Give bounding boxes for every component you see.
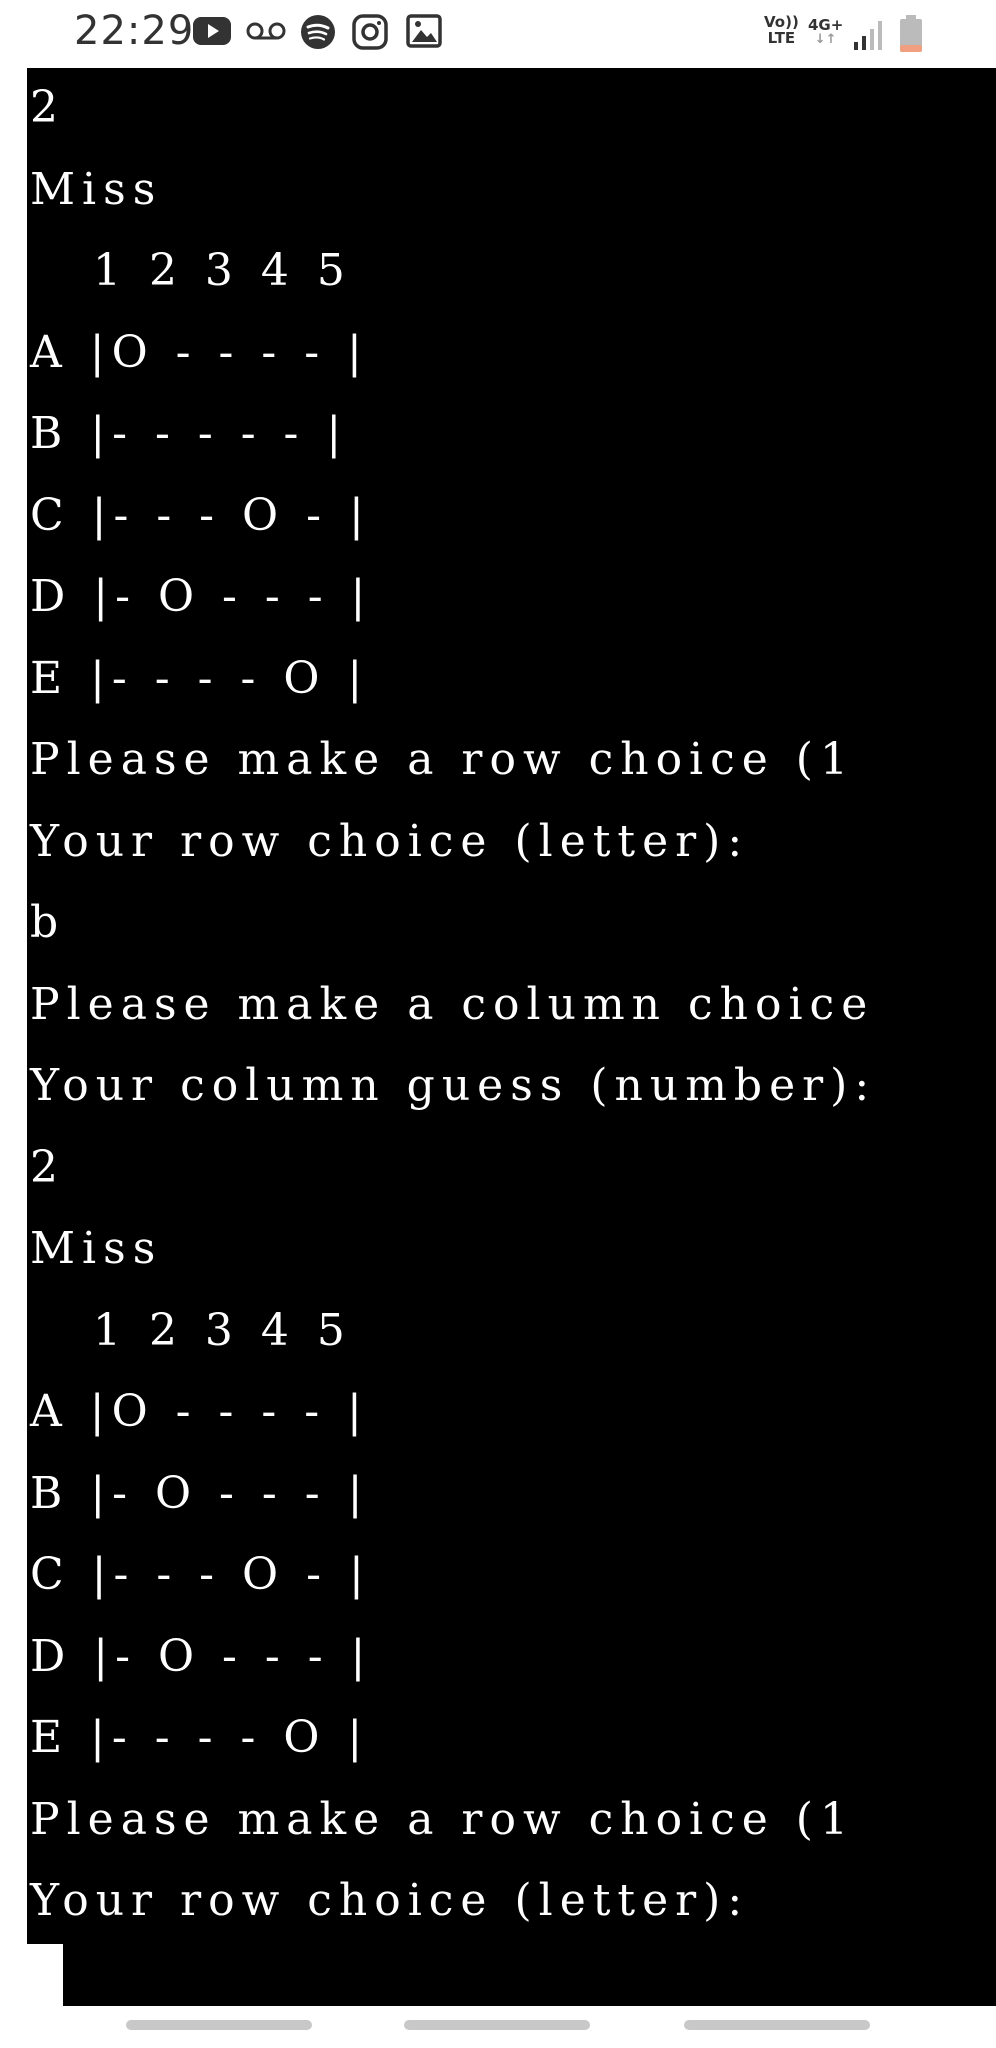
- gallery-icon: [406, 14, 442, 48]
- terminal-line: 1 2 3 4 5: [30, 245, 352, 296]
- youtube-icon: [193, 17, 231, 45]
- recents-pill[interactable]: [126, 2020, 312, 2030]
- terminal-line: B |- - - - - |: [30, 408, 349, 459]
- gesture-nav-bar: [0, 2006, 996, 2048]
- data-arrows-icon: ↓↑: [814, 32, 837, 47]
- terminal-line: 1 2 3 4 5: [30, 1304, 352, 1356]
- terminal-line: D |- O - - - |: [30, 571, 373, 622]
- terminal-input-area[interactable]: [63, 1944, 996, 2006]
- terminal-line: E |- - - - O |: [30, 652, 370, 704]
- home-pill[interactable]: [404, 2020, 590, 2030]
- signal-icon: [854, 21, 882, 50]
- terminal-line: A |O - - - - |: [30, 1386, 369, 1437]
- terminal-gap: [27, 1944, 63, 2008]
- network-label: Vo)) LTE: [764, 14, 799, 46]
- terminal-line: Please make a row choice (1: [30, 1793, 855, 1845]
- terminal-line: Miss: [30, 1223, 163, 1274]
- terminal-line: C |- - - O - |: [30, 1549, 371, 1600]
- volte-label: Vo)): [764, 13, 799, 31]
- terminal-line: Miss: [30, 163, 163, 215]
- terminal-line: 2: [30, 1141, 65, 1193]
- battery-icon: [900, 15, 922, 52]
- instagram-icon: [352, 14, 388, 50]
- terminal-line: 2: [30, 82, 65, 133]
- back-pill[interactable]: [684, 2020, 870, 2030]
- terminal-line: A |O - - - - |: [30, 326, 369, 378]
- clock: 22:29: [74, 8, 195, 54]
- spotify-icon: [301, 15, 335, 49]
- network-type-text: 4G+: [808, 16, 844, 34]
- terminal-line: b: [30, 897, 66, 948]
- lte-label: LTE: [767, 29, 796, 47]
- voicemail-icon: [246, 22, 286, 40]
- terminal-line: Please make a column choice: [30, 978, 875, 1030]
- terminal-line: Your column guess (number):: [30, 1060, 877, 1111]
- terminal-line: Please make a row choice (1: [30, 734, 855, 785]
- terminal-line: D |- O - - - |: [30, 1630, 373, 1682]
- terminal-line: Your row choice (letter):: [30, 815, 750, 867]
- status-bar: 22:29 Vo)) LTE 4G+ ↓↑: [0, 0, 996, 68]
- terminal-line: C |- - - O - |: [30, 489, 371, 541]
- terminal-line: B |- O - - - |: [30, 1467, 370, 1519]
- network-type: 4G+ ↓↑: [808, 16, 843, 47]
- terminal-line: Your row choice (letter):: [30, 1875, 750, 1926]
- terminal-line: E |- - - - O |: [30, 1712, 370, 1763]
